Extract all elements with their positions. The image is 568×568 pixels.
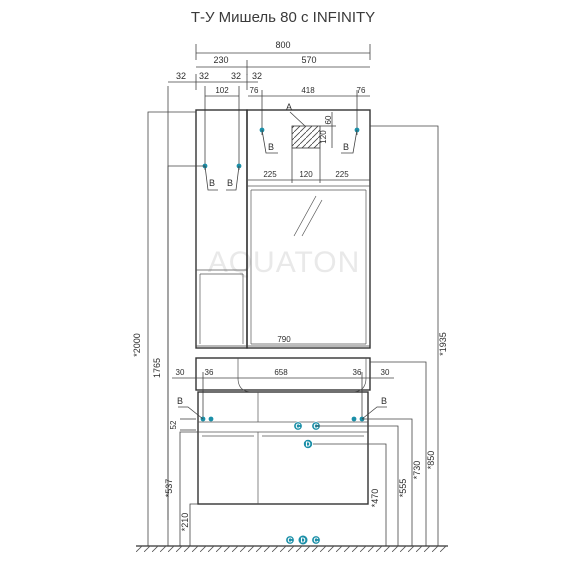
dimension-32-row: 32 32 32 32 [167,71,262,520]
dim-2000-label: *2000 [132,333,142,357]
mount-point [208,416,214,422]
connection-label-d1: D [305,442,310,449]
dim-470-label: *470 [370,489,380,508]
dimension-800: 800 [195,40,371,60]
dim-76l-label: 76 [250,86,259,95]
dim-230-label: 230 [213,55,228,65]
dim-570-label: 570 [301,55,316,65]
dimension-102: 102 [205,86,239,97]
mount-label-b5: B [177,396,183,406]
dim-120h-label: 120 [299,170,313,179]
dim-30l-label: 30 [176,368,185,377]
watermark-logo: AQUATON [208,246,361,279]
dim-76r-label: 76 [357,86,366,95]
dim-418-label: 418 [301,86,315,95]
outlet-d [297,534,309,546]
vanity-unit [197,391,369,505]
outlet-c [311,535,321,545]
mount-point [351,416,357,422]
floor-outlets: C D C [285,534,321,546]
mirror-mount-points: B B [259,127,360,154]
connection-label-c2: C [313,424,318,431]
dim-32b-label: 32 [199,71,209,81]
dim-1765-label: 1765 [152,358,162,378]
dim-790-label: 790 [277,335,291,344]
vanity-mount-points: B B 52 [169,396,387,431]
mirror-glare-line [301,199,323,237]
dim-32a-label: 32 [176,71,186,81]
dim-800-label: 800 [275,40,290,50]
dim-210-label: *210 [180,513,190,532]
dim-1935-label: *1935 [438,332,448,356]
mount-label-b6: B [381,396,387,406]
dim-32c-label: 32 [231,71,241,81]
zone-a-label: A [286,102,292,112]
mirror-glare-line [293,195,317,237]
dim-32d-label: 32 [252,71,262,81]
dimension-76-418-76: 76 418 76 [248,86,370,135]
floor-line [136,545,448,552]
dim-60-label: 60 [324,115,333,124]
dimension-225-120-225: 225 120 225 [248,148,370,183]
mount-label-b2: B [343,142,349,152]
zone-a: A 60 120 [286,102,336,149]
dim-225r-label: 225 [335,170,349,179]
outlet-label-d2: D [300,538,305,545]
dim-730-label: *730 [412,461,422,480]
connection-c [293,421,303,431]
mount-label-b3: B [209,178,215,188]
drawing-title: Т-У Мишель 80 с INFINITY [191,9,375,26]
dim-102-label: 102 [215,86,229,95]
connection-label-c1: C [295,424,300,431]
dimension-230-570: 230 570 [196,55,370,75]
dimension-basin-row: 30 36 658 36 30 [172,368,394,420]
dim-52-label: 52 [169,420,178,429]
right-vertical-dimensions: *1935 *850 *730 *555 *470 [362,125,448,546]
outlet-label-c4: C [313,538,318,545]
dim-36r-label: 36 [353,368,362,377]
cabinet-mount-points: B B [202,163,242,191]
mount-label-b1: B [268,142,274,152]
washbasin: 790 [195,335,371,393]
dim-850-label: *850 [426,451,436,470]
dim-555-label: *555 [398,479,408,498]
dim-658-label: 658 [274,368,288,377]
water-connections: C C D [293,421,395,449]
mirror-cabinet [246,109,371,349]
dim-30r-label: 30 [381,368,390,377]
dim-225l-label: 225 [263,170,277,179]
dim-36l-label: 36 [205,368,214,377]
left-vertical-dimensions: *2000 1765 *537 *210 [132,111,205,546]
dim-537-label: *537 [164,479,174,498]
mount-label-b4: B [227,178,233,188]
outlet-label-c3: C [287,538,292,545]
connection-d [303,439,313,449]
dim-120v-label: 120 [319,130,328,144]
outlet-c [285,535,295,545]
